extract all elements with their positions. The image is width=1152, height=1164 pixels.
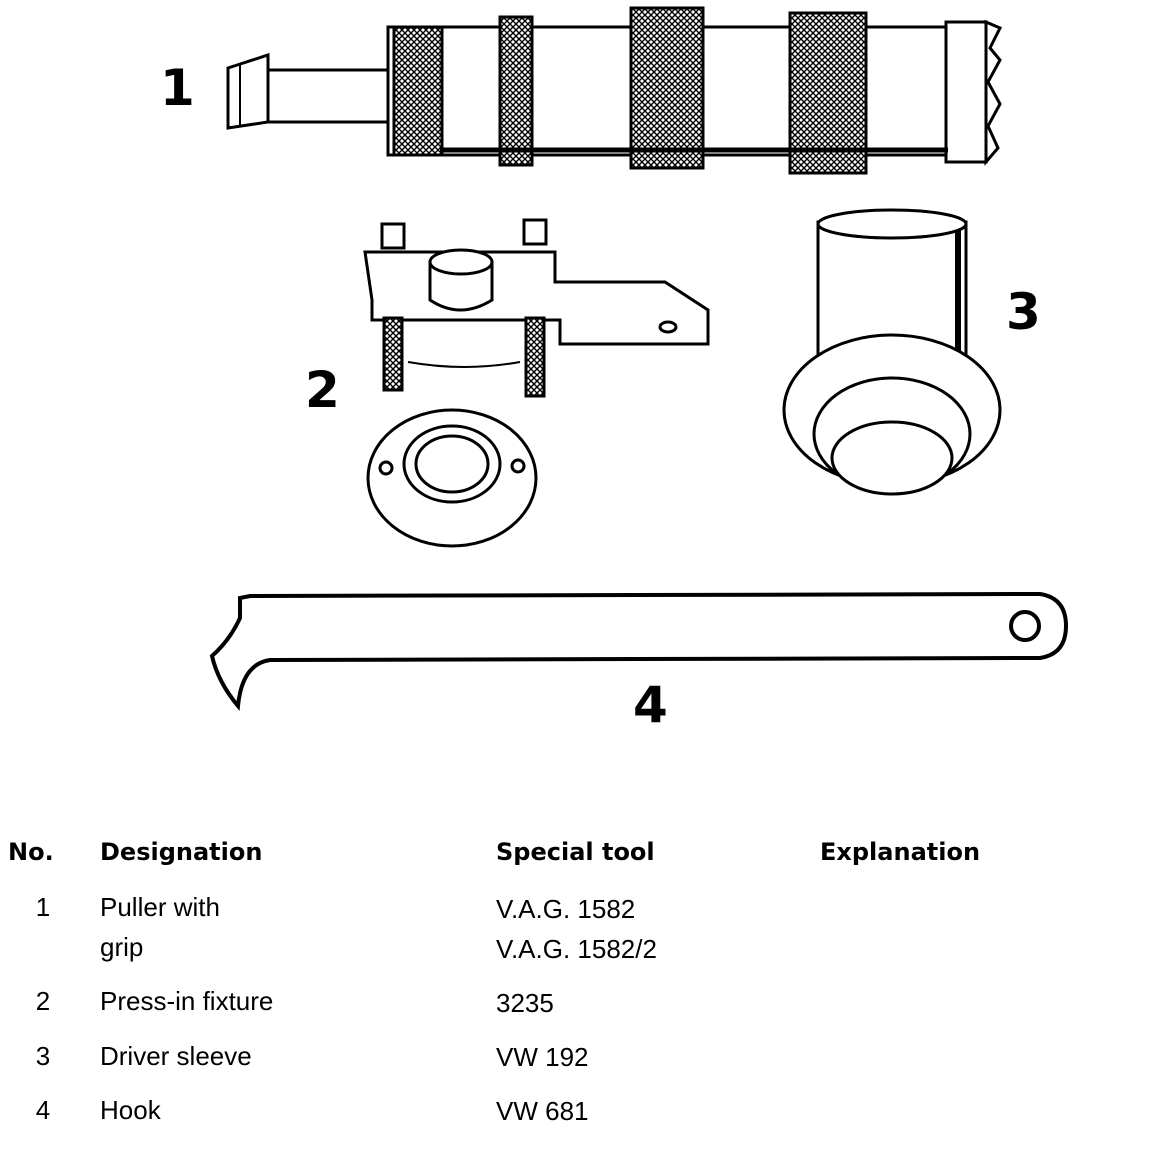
header-explanation: Explanation xyxy=(820,838,981,866)
press-in-fixture-drawing xyxy=(363,218,710,548)
row-1-tool-line-1: V.A.G. 1582 xyxy=(496,894,636,924)
driver-sleeve-drawing xyxy=(782,208,1002,496)
row-1-designation-line-2: grip xyxy=(100,932,144,962)
row-4-designation: Hook xyxy=(100,1095,161,1125)
row-1-designation-line-1: Puller with xyxy=(100,892,220,922)
row-4-tool: VW 681 xyxy=(496,1096,589,1126)
callout-4: 4 xyxy=(633,676,668,734)
callout-1: 1 xyxy=(160,59,195,117)
hook-drawing xyxy=(209,591,1069,711)
row-1-no: 1 xyxy=(35,892,51,922)
header-special-tool: Special tool xyxy=(496,838,655,866)
header-no: No. xyxy=(8,838,54,866)
row-2-tool: 3235 xyxy=(496,988,554,1018)
header-designation: Designation xyxy=(100,838,263,866)
row-4-no: 4 xyxy=(35,1095,51,1125)
callout-3: 3 xyxy=(1006,283,1041,341)
row-1-tool-line-2: V.A.G. 1582/2 xyxy=(496,934,657,964)
row-3-tool: VW 192 xyxy=(496,1042,589,1072)
row-2-no: 2 xyxy=(35,986,51,1016)
row-3-no: 3 xyxy=(35,1041,51,1071)
special-tools-illustration xyxy=(209,6,1069,711)
puller-tool-drawing xyxy=(226,6,1003,175)
row-3-designation: Driver sleeve xyxy=(100,1041,252,1071)
callout-2: 2 xyxy=(305,361,340,419)
row-2-designation: Press-in fixture xyxy=(100,986,274,1016)
